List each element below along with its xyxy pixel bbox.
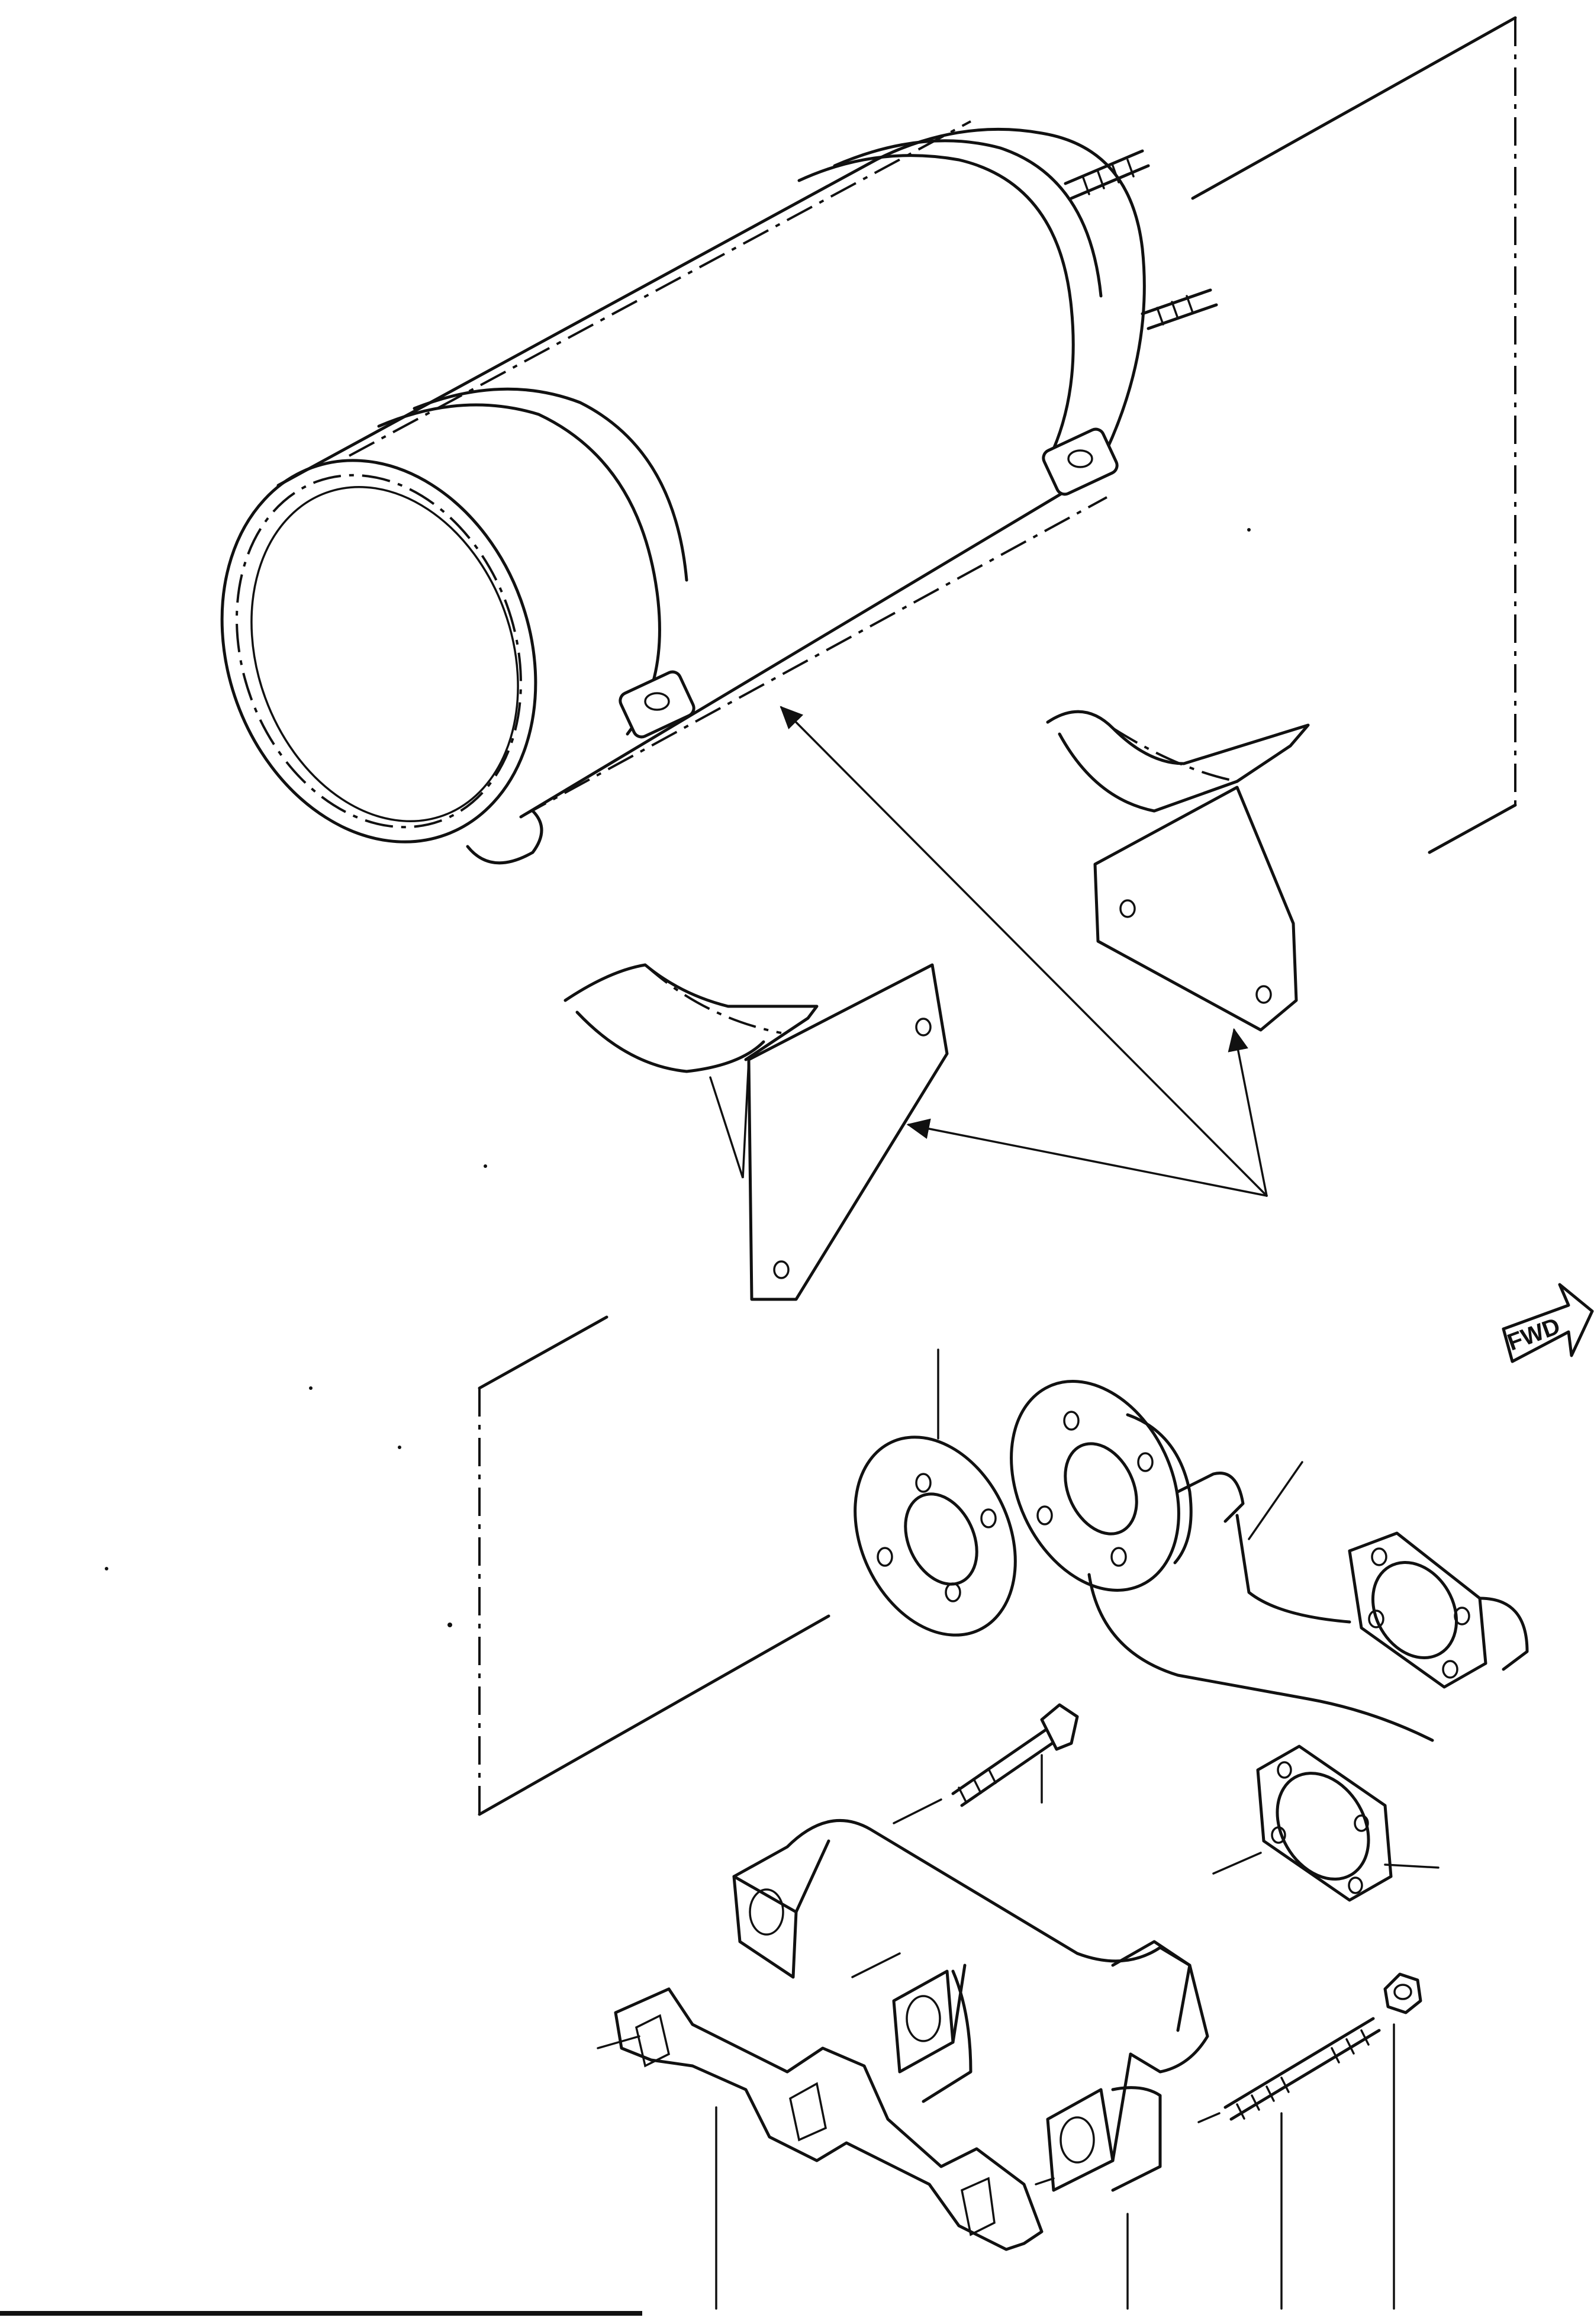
callout-leaders	[715, 2023, 1395, 2310]
flange-bolt	[893, 1703, 1079, 1824]
stud	[1197, 2017, 1381, 2123]
hex-nut-icon	[1383, 1972, 1422, 2014]
muffler-studs	[1064, 149, 1218, 330]
muffler	[220, 120, 1218, 865]
mounting-bracket-left	[563, 963, 949, 1301]
flange-gasket-round	[854, 1348, 1017, 1637]
leader-arrows	[780, 706, 1268, 1197]
fwd-arrow-icon: FWD	[1502, 1283, 1594, 1363]
manifold-gasket	[597, 1987, 1044, 2251]
frame-lines-upper	[1191, 16, 1517, 854]
mounting-bracket-right	[1046, 710, 1310, 1032]
exhaust-elbow-pipe	[1010, 1380, 1529, 1742]
square-flange-gasket	[1212, 1744, 1440, 1902]
frame-lines-lower	[478, 1315, 830, 1816]
stray-marks	[105, 528, 1251, 1627]
exhaust-manifold	[732, 1819, 1209, 2192]
